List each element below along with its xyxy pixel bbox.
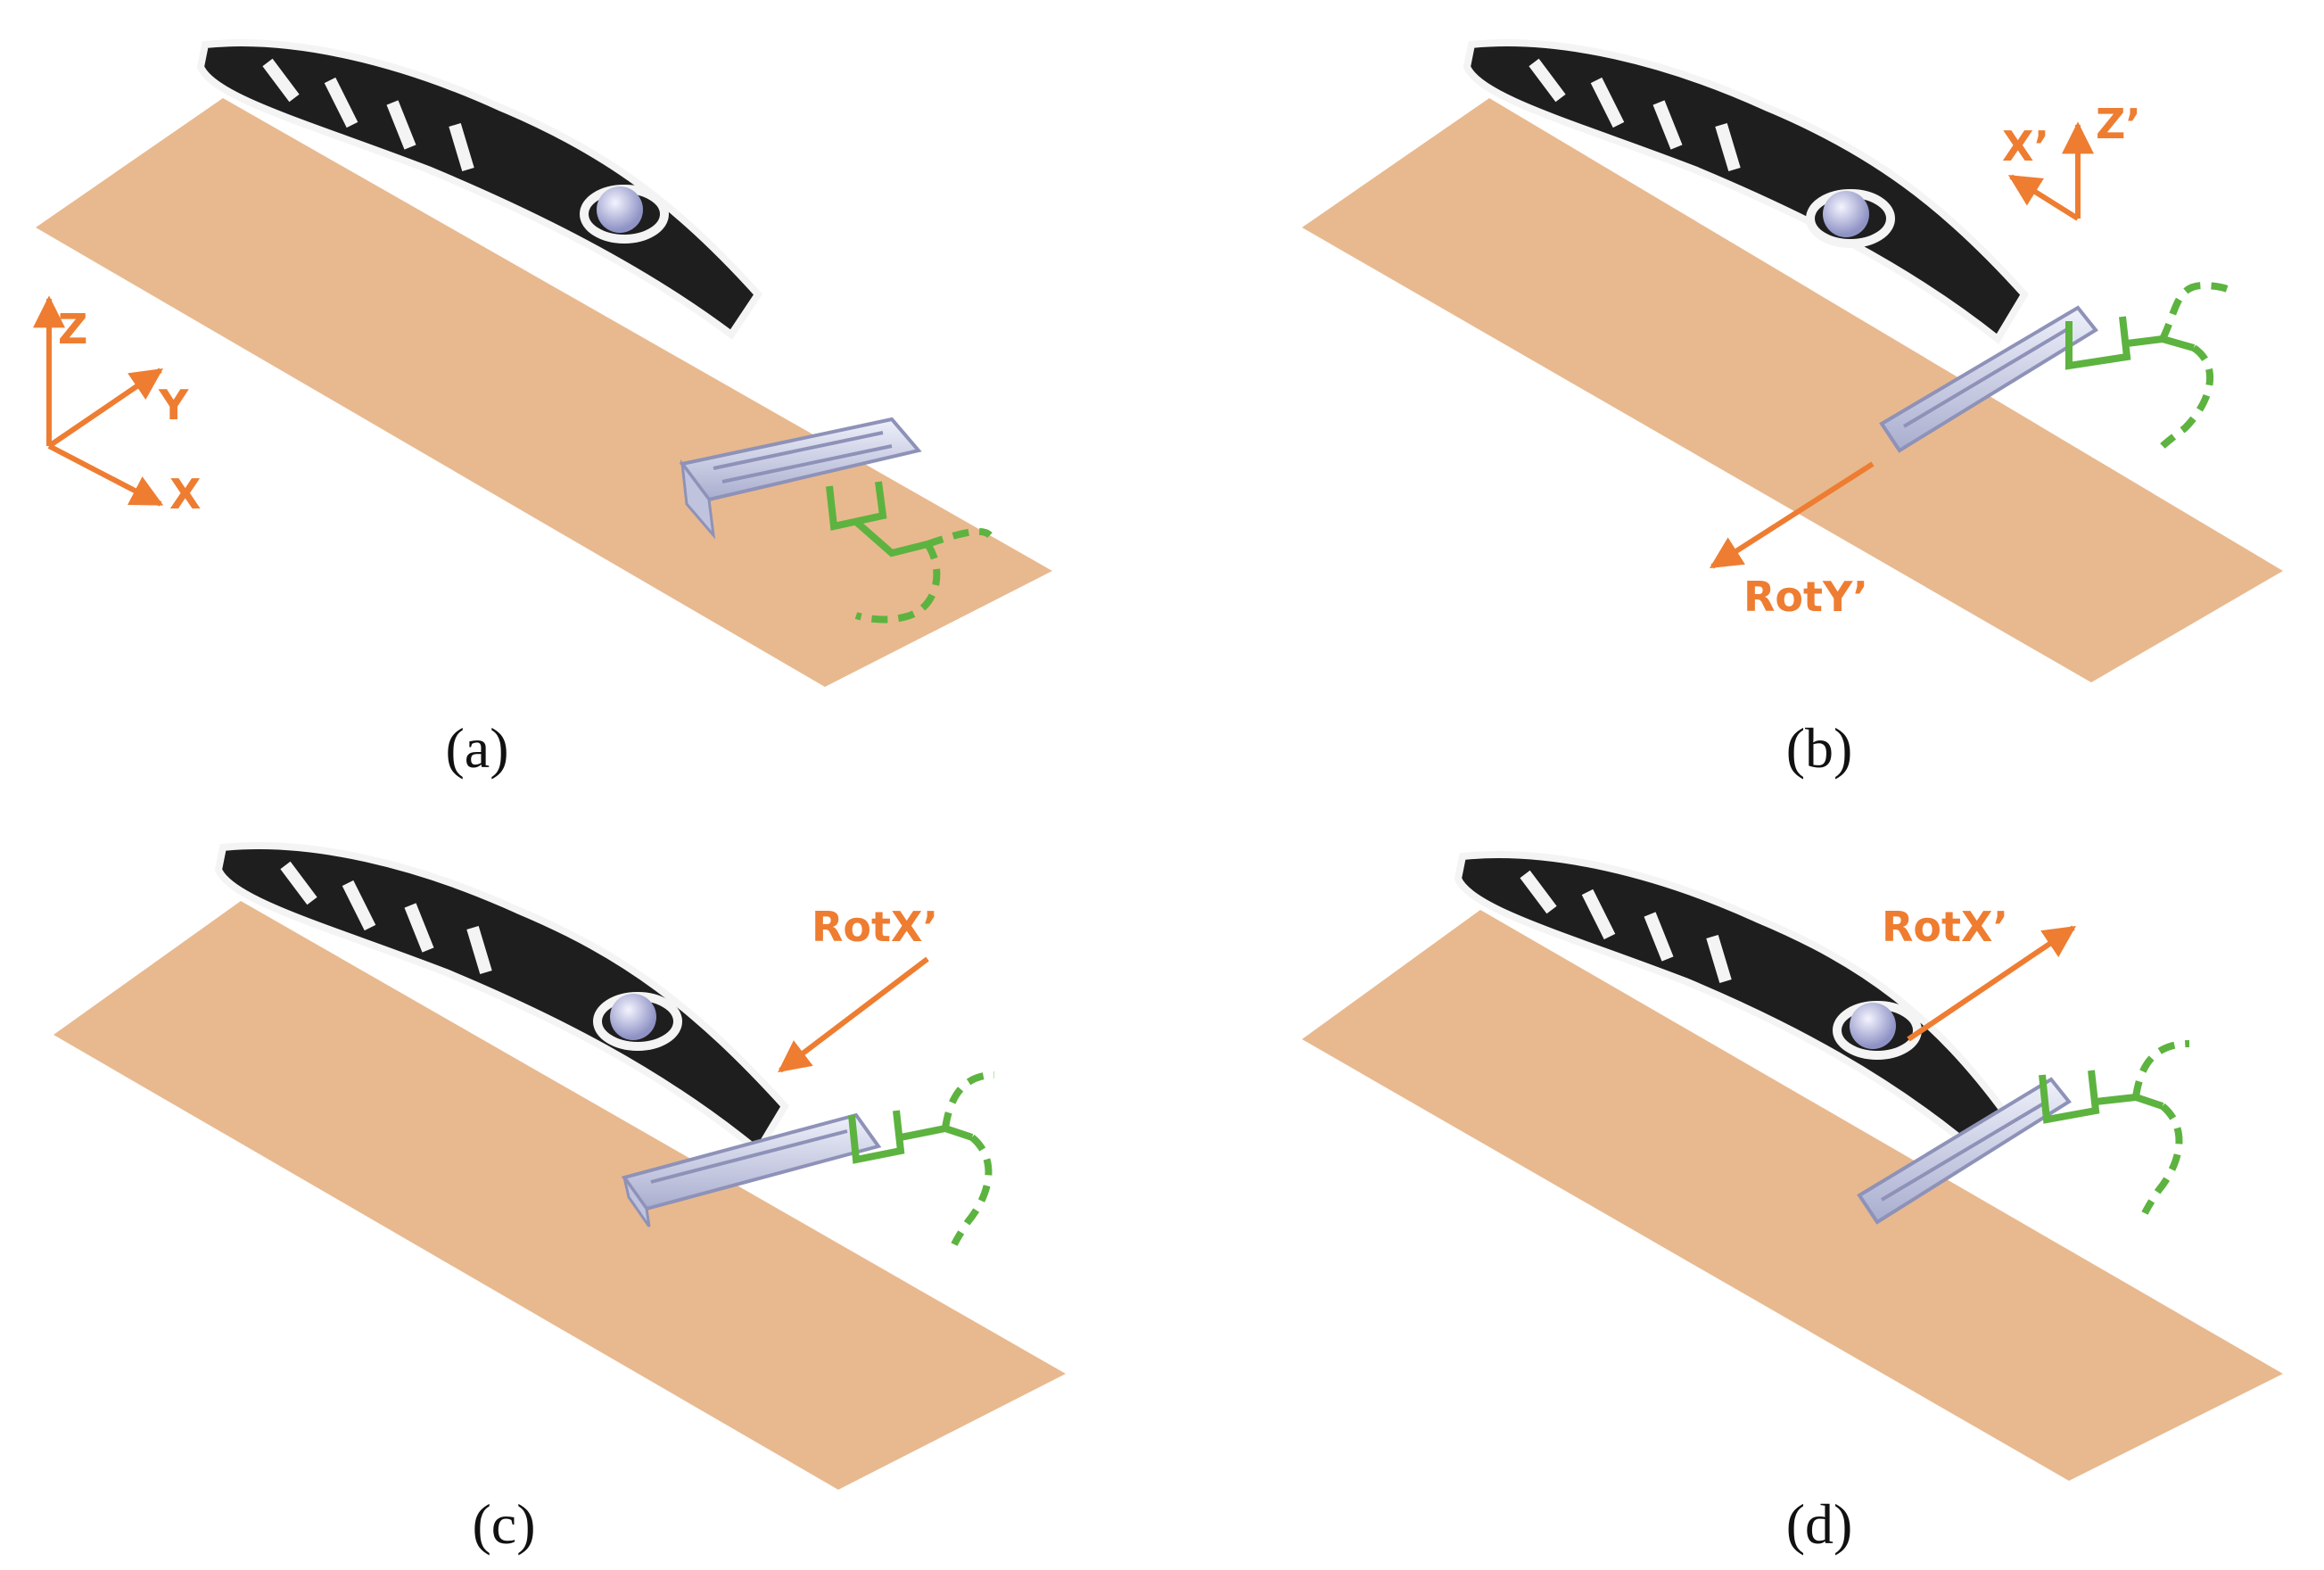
rotation-arrow-rotx	[778, 956, 929, 1073]
axis-label-z-prime: Z’	[2096, 100, 2141, 148]
skin-plate	[54, 901, 1066, 1490]
caption-d: (d)	[1786, 1492, 1853, 1556]
razor-cartridge	[621, 1112, 882, 1227]
spring-symbol	[826, 481, 993, 624]
razor-cartridge	[1879, 305, 2098, 453]
axis-triad-prime	[2007, 121, 2094, 221]
rotation-arrow-roty	[1709, 461, 1875, 569]
pivot-ball	[1850, 1003, 1896, 1049]
pivot-ball	[610, 994, 656, 1040]
rotation-label-rotx: RotX’	[812, 903, 938, 951]
rotation-label-roty: RotY’	[1743, 573, 1868, 621]
axis-label-z: Z	[58, 305, 87, 353]
pivot-ball	[1823, 191, 1869, 237]
spring-symbol	[2039, 1040, 2190, 1215]
caption-b: (b)	[1786, 716, 1853, 780]
caption-c: (c)	[472, 1492, 535, 1556]
panel-c: RotX’ (c)	[54, 842, 1066, 1556]
pivot-ball	[597, 186, 643, 233]
caption-a: (a)	[445, 716, 508, 780]
razor-cartridge	[679, 417, 922, 540]
skin-plate	[1302, 98, 2283, 682]
razor-cartridge	[1857, 1077, 2072, 1225]
axis-label-y: Y	[158, 381, 189, 429]
panel-a: Z Y X (a)	[33, 39, 1052, 780]
axis-triad-xyz	[33, 295, 164, 507]
razor-handle	[1463, 39, 2029, 344]
axis-label-x: X	[169, 470, 201, 518]
razor-handle	[196, 39, 763, 340]
skin-plate	[1302, 910, 2283, 1481]
spring-symbol	[848, 1071, 995, 1246]
axis-label-x-prime: X’	[2002, 122, 2049, 170]
rotation-label-rotx: RotX’	[1882, 903, 2008, 951]
rotation-arrow-rotx	[1907, 925, 2076, 1042]
panel-d: RotX’ (d)	[1302, 851, 2283, 1556]
panel-b: X’ Z’ RotY’ (b)	[1302, 39, 2283, 780]
spring-symbol	[2065, 281, 2231, 449]
skin-plate	[36, 98, 1052, 687]
